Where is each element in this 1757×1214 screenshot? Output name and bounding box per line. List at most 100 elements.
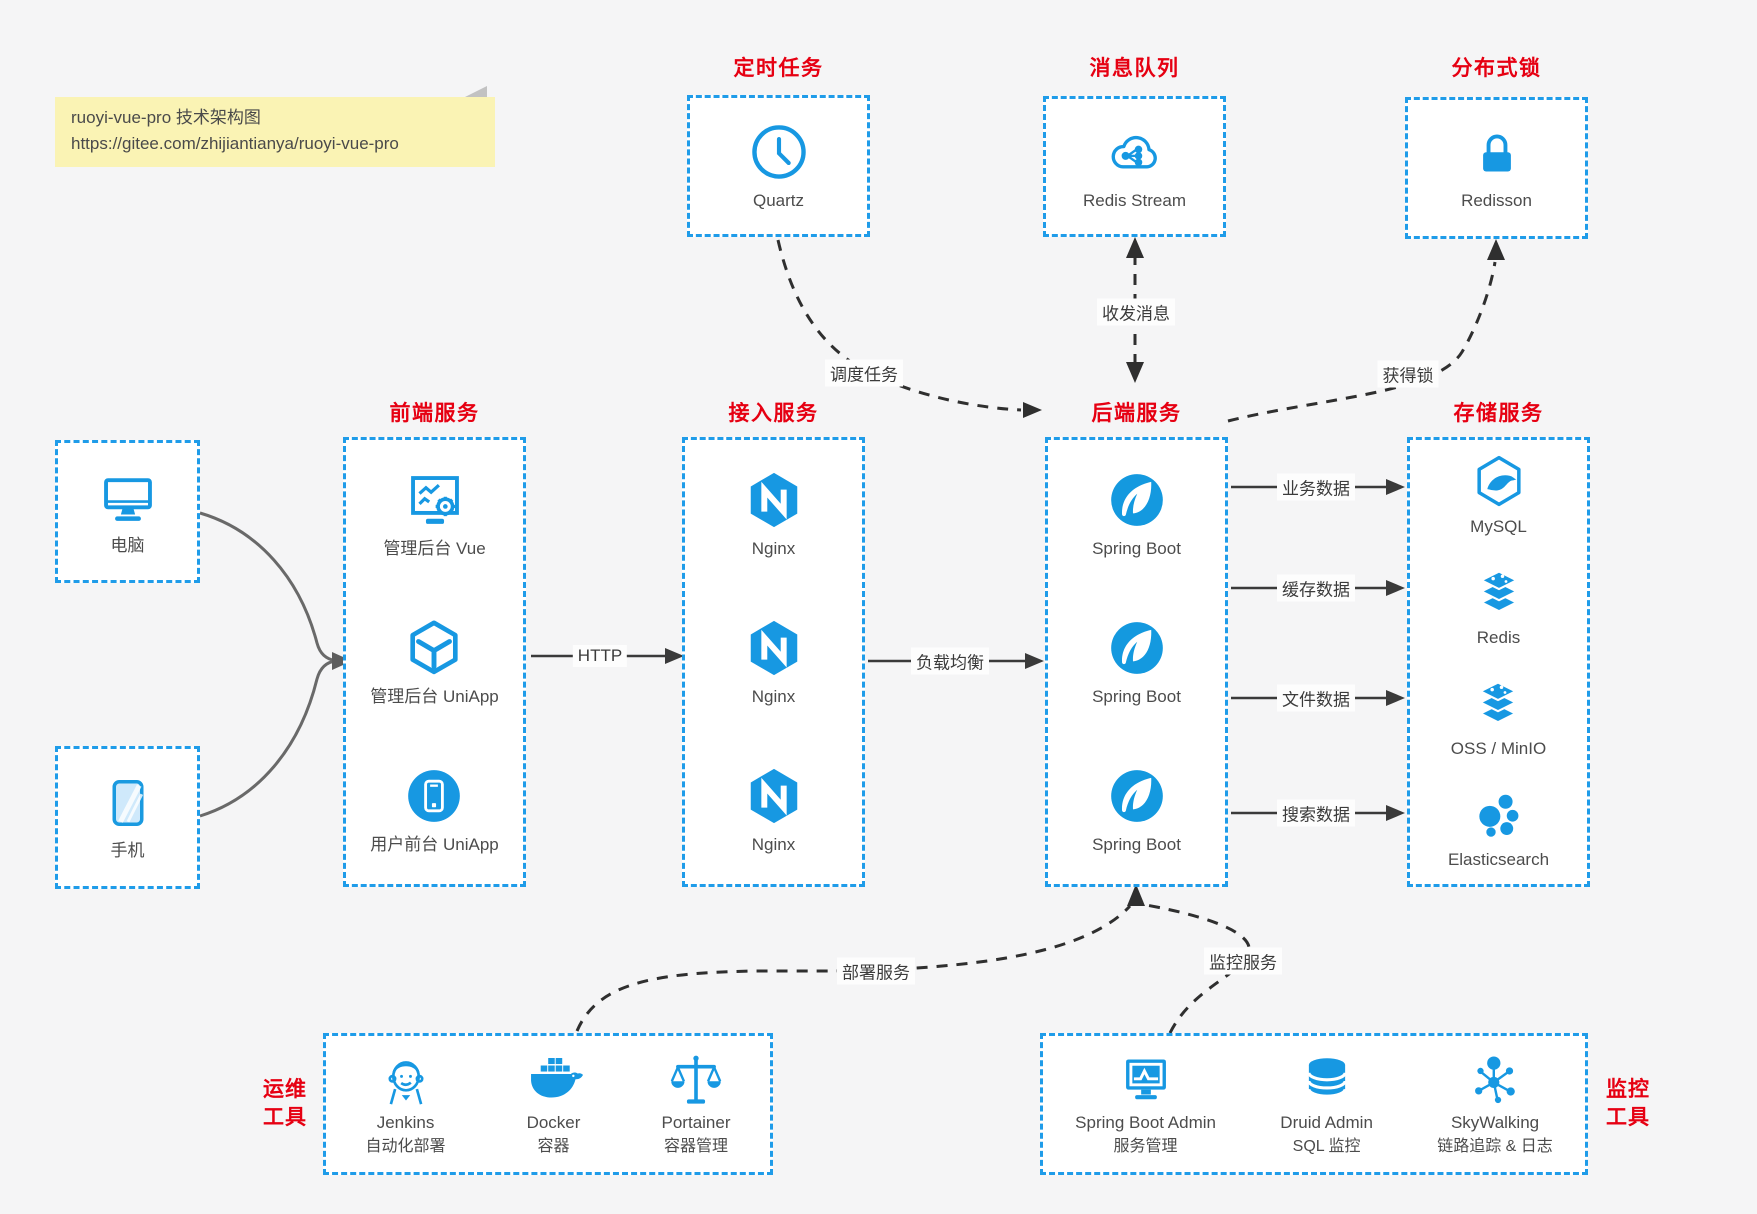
portainer-label: Portainer (661, 1113, 731, 1133)
admin-uniapp-label: 管理后台 UniApp (370, 686, 499, 706)
uniapp-cube-icon (403, 617, 465, 679)
docker-sublabel: 容器 (537, 1137, 570, 1155)
pc-client-box: 电脑 (55, 440, 200, 583)
docker-node: Docker 容器 (525, 1051, 583, 1156)
mobile-client-box: 手机 (55, 746, 200, 889)
storage-services-box: MySQL Redis OSS / MinIO Elasticsearch (1407, 437, 1590, 887)
load-balance-arrowhead (1025, 653, 1044, 669)
desktop-icon (97, 466, 159, 528)
devops-label-line1: 运维 (263, 1078, 307, 1101)
jenkins-label: Jenkins (376, 1113, 435, 1133)
redis-node: Redis (1471, 564, 1527, 648)
jenkins-node: Jenkins 自动化部署 (366, 1051, 446, 1156)
nginx-icon (743, 765, 805, 827)
note-url: https://gitee.com/zhijiantianya/ruoyi-vu… (71, 134, 399, 154)
redis-stream-label: Redis Stream (1083, 191, 1186, 211)
admin-vue-node: 管理后台 Vue (383, 469, 486, 559)
acquire-lock-arrowhead (1487, 239, 1505, 260)
group-title-backend: 后端服务 (1091, 402, 1182, 425)
nginx-node-2: Nginx (743, 617, 805, 707)
admin-uniapp-node: 管理后台 UniApp (370, 617, 499, 707)
quartz-box: Quartz (687, 95, 870, 237)
spring-boot-label: Spring Boot (1092, 834, 1181, 854)
smartphone-icon (98, 773, 158, 833)
quartz-node: Quartz (748, 121, 810, 211)
spring-boot-label: Spring Boot (1092, 538, 1181, 558)
redis-stream-node: Redis Stream (1083, 121, 1186, 211)
spring-boot-admin-sublabel: 服务管理 (1113, 1137, 1178, 1155)
business-data-edge-label: 业务数据 (1277, 473, 1355, 501)
search-data-edge-label: 搜索数据 (1277, 799, 1355, 827)
mobile-client-label: 手机 (110, 841, 145, 861)
druid-icon (1298, 1051, 1356, 1109)
schedule-task-edge-label: 调度任务 (825, 359, 903, 387)
jenkins-icon (377, 1051, 435, 1109)
nginx-icon (743, 617, 805, 679)
mysql-node: MySQL (1470, 453, 1527, 537)
group-title-frontend: 前端服务 (389, 402, 480, 425)
cloud-share-icon (1103, 121, 1165, 183)
spring-icon (1106, 765, 1168, 827)
search-data-arrowhead (1386, 805, 1405, 821)
skywalking-icon (1466, 1051, 1524, 1109)
admin-vue-icon (404, 469, 466, 531)
docker-icon (525, 1051, 583, 1109)
monitoring-label-line1: 监控 (1606, 1078, 1650, 1101)
gateway-services-box: Nginx Nginx Nginx (682, 437, 865, 887)
group-title-distributed-lock: 分布式锁 (1451, 57, 1542, 80)
acquire-lock-curve (1227, 261, 1497, 423)
message-arrowhead-down (1126, 362, 1144, 383)
oss-minio-node: OSS / MinIO (1451, 675, 1546, 759)
skywalking-node: SkyWalking 链路追踪 & 日志 (1437, 1051, 1553, 1156)
mobile-to-frontend-curve (199, 659, 337, 818)
skywalking-label: SkyWalking (1450, 1113, 1540, 1133)
monitor-service-edge-label: 监控服务 (1204, 947, 1282, 975)
user-uniapp-node: 用户前台 UniApp (370, 765, 499, 855)
devops-tools-side-label: 运维 工具 (246, 1076, 324, 1133)
quartz-label: Quartz (752, 190, 805, 210)
file-data-edge-label: 文件数据 (1277, 684, 1355, 712)
message-arrowhead-up (1126, 237, 1144, 258)
jenkins-sublabel: 自动化部署 (365, 1137, 446, 1155)
nginx-label: Nginx (751, 834, 796, 854)
spring-icon (1106, 469, 1168, 531)
devops-label-line2: 工具 (263, 1106, 307, 1130)
group-title-storage: 存储服务 (1453, 402, 1544, 425)
spring-boot-admin-node: Spring Boot Admin 服务管理 (1075, 1051, 1216, 1156)
druid-sublabel: SQL 监控 (1292, 1137, 1361, 1155)
pc-client-node: 电脑 (97, 466, 159, 556)
storage-stack-icon (1470, 675, 1526, 731)
clients-arrowhead (332, 652, 352, 670)
nginx-icon (743, 469, 805, 531)
skywalking-sublabel: 链路追踪 & 日志 (1437, 1137, 1553, 1155)
redis-stack-icon (1471, 564, 1527, 620)
monitor-service-curve (1145, 903, 1251, 1034)
clock-icon (748, 121, 810, 183)
elasticsearch-icon (1470, 786, 1526, 842)
redis-label: Redis (1476, 628, 1521, 648)
note-title: ruoyi-vue-pro 技术架构图 (71, 108, 261, 127)
pc-client-label: 电脑 (110, 536, 145, 556)
cache-data-arrowhead (1386, 580, 1405, 596)
user-uniapp-label: 用户前台 UniApp (370, 834, 499, 854)
http-edge-label: HTTP (572, 645, 628, 667)
cache-data-edge-label: 缓存数据 (1277, 574, 1355, 602)
redis-stream-box: Redis Stream (1043, 96, 1226, 237)
schedule-task-arrowhead (1023, 402, 1042, 418)
portainer-sublabel: 容器管理 (664, 1137, 729, 1155)
group-title-message-queue: 消息队列 (1089, 57, 1180, 80)
business-data-arrowhead (1386, 479, 1405, 495)
lock-icon (1468, 125, 1526, 183)
druid-label: Druid Admin (1280, 1113, 1373, 1133)
deploy-monitor-arrowhead (1127, 884, 1145, 906)
mysql-icon (1471, 453, 1527, 509)
elasticsearch-label: Elasticsearch (1447, 850, 1550, 870)
nginx-node-3: Nginx (743, 765, 805, 855)
spring-boot-node-2: Spring Boot (1092, 617, 1181, 707)
redisson-box: Redisson (1405, 97, 1588, 239)
spring-boot-node-1: Spring Boot (1092, 469, 1181, 559)
portainer-node: Portainer 容器管理 (662, 1051, 731, 1156)
send-receive-message-edge-label: 收发消息 (1097, 298, 1175, 326)
spring-boot-admin-icon (1117, 1051, 1175, 1109)
redisson-label: Redisson (1461, 190, 1532, 210)
